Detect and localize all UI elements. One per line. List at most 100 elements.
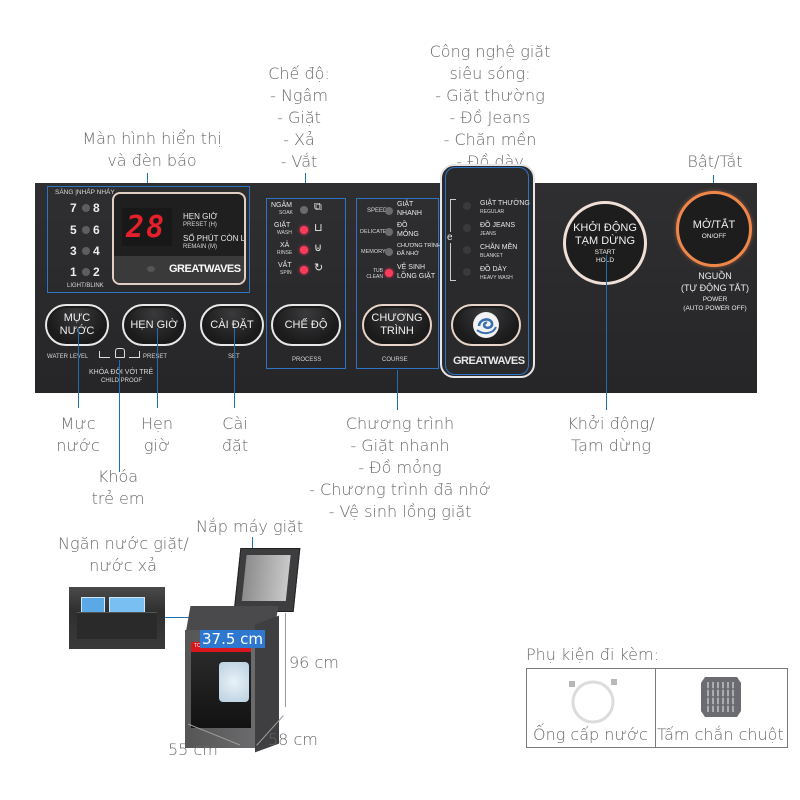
process-item-en: RINSE (277, 250, 293, 256)
start-label-en: HOLD (595, 256, 615, 264)
process-item-vi: XẢ (280, 242, 290, 249)
course-item-en: TUB CLEAN (366, 268, 383, 280)
callout-line: nước (56, 436, 100, 455)
height-arrow (285, 613, 286, 707)
child-lock-icon (115, 348, 125, 358)
wave-mini-icon: e (447, 232, 453, 243)
child-lock-vi: KHÓA ĐỐI VỚI TRẺ (89, 369, 154, 376)
start-pause-button[interactable]: KHỞI ĐỘNG TẠM DỪNG START HOLD (563, 201, 647, 285)
drum-diameter-badge: 37.5 cm (200, 630, 266, 648)
dispenser-label: Ngăn nước giặt/ nước xả (58, 533, 189, 577)
course-button-label: TRÌNH (380, 325, 414, 337)
machine-lid (233, 548, 301, 612)
settings-button[interactable]: CÀI ĐẶT (200, 304, 264, 346)
remain-label: SỐ PHÚT CÒN LẠI (183, 234, 246, 243)
callout-line: Khóa (97, 467, 139, 486)
course-item-vi: CHƯƠNG TRÌNH (397, 243, 441, 249)
process-item-en: SOAK (279, 210, 293, 216)
control-panel: SÁNG |NHẤP NHÁY 7 8 5 6 3 4 1 2 LIGHT/BL… (35, 164, 759, 393)
callout-pointer (397, 370, 398, 410)
water-hose-icon (569, 679, 617, 724)
wave-option-en: HEAVY WASH (480, 275, 513, 281)
callout-start-pause: Khởi động/ Tạm dừng (566, 413, 656, 457)
process-group (266, 198, 346, 369)
course-led (385, 228, 393, 236)
course-button[interactable]: CHƯƠNG TRÌNH (362, 304, 432, 346)
callout-line: - Vắt (280, 152, 318, 171)
callout-line: Ngăn nước giặt/ (58, 534, 189, 553)
callout-line: - Ngâm (270, 86, 328, 105)
lcd-lower-band (114, 256, 244, 283)
callout-display: Màn hình hiển thị và đèn báo (72, 128, 232, 172)
preset-label: HẸN GIỜ (183, 212, 218, 221)
callout-line: - Chương trình đã nhớ (309, 480, 491, 499)
process-led (300, 226, 308, 234)
wave-led (463, 202, 471, 210)
wave-led (463, 224, 471, 232)
callout-line: Tạm dừng (571, 436, 651, 455)
wave-option-vi: ĐỒ DÀY (480, 266, 507, 273)
level-led (82, 268, 90, 276)
width-label: 55 cm (168, 740, 218, 759)
set-en: SET (228, 354, 240, 360)
callout-line: - Chăn mền (443, 130, 537, 149)
start-label-vi: KHỞI ĐỘNG (573, 221, 637, 234)
rinse-icon: ⊍ (314, 242, 323, 254)
timer-button[interactable]: HẸN GIỜ (122, 304, 186, 346)
callout-pointer (147, 173, 148, 191)
rat-guard-icon (701, 677, 741, 717)
wave-led (463, 268, 471, 276)
course-group (356, 198, 439, 369)
process-led (300, 206, 308, 214)
lid-label: Nắp máy giặt (196, 517, 304, 536)
remain-label-en: REMAIN (M) (183, 244, 217, 250)
callout-line: - Giặt nhanh (350, 436, 450, 455)
power-note: NGUỒN (TỰ ĐỘNG TẮT) POWER (AUTO POWER OF… (671, 270, 759, 313)
callout-line: Hẹn (140, 414, 173, 433)
level-led (82, 226, 90, 234)
callout-line: nước xả (89, 556, 157, 575)
child-lock-bracket-right (129, 351, 140, 358)
power-note-line: (TỰ ĐỘNG TẮT) (680, 283, 749, 293)
machine-drum-graphic (219, 662, 249, 702)
accessory-water-hose: Ống cấp nước (526, 668, 656, 748)
callout-pointer (119, 360, 120, 472)
process-button[interactable]: CHẾ ĐỘ (271, 304, 341, 346)
process-footer: PROCESS (292, 357, 322, 363)
brand-logo: GREATWAVES (169, 263, 241, 275)
callout-line: trẻ em (91, 489, 145, 508)
level-number: 3 (70, 244, 77, 258)
wave-option-vi: ĐỒ JEANS (480, 222, 516, 229)
course-item-vi: VỆ SINH (397, 264, 426, 271)
callout-line: - Đồ Jeans (449, 108, 531, 127)
callout-child-lock: Khóa trẻ em (85, 466, 151, 510)
accessory-label: Ống cấp nước (533, 725, 648, 744)
accessory-rat-guard: Tấm chắn chuột (655, 668, 788, 748)
greatwaves-button[interactable] (451, 304, 521, 346)
course-item-vi: NHANH (397, 210, 422, 217)
callout-line: Bật/Tắt (687, 152, 743, 171)
callout-wave-tech: Công nghệ giặt siêu sóng: - Giặt thường … (410, 41, 570, 173)
process-item-vi: VẮT (278, 262, 292, 269)
lid-window (241, 555, 291, 601)
display-group (47, 186, 250, 293)
process-button-label: CHẾ ĐỘ (284, 318, 328, 331)
course-item-vi: MỎNG (397, 231, 419, 238)
light-blink-header: SÁNG |NHẤP NHÁY (55, 189, 115, 196)
greatwaves-brand: GREATWAVES (453, 355, 525, 367)
callout-line: - Giặt (277, 108, 321, 127)
start-label-en: START (594, 248, 616, 256)
accessories-title: Phụ kiện đi kèm: (526, 645, 659, 664)
lcd-digits: 28 (126, 210, 167, 245)
level-number: 1 (70, 265, 77, 279)
water-level-button[interactable]: MỰC NƯỚC (45, 304, 109, 346)
callout-line: - Xả (283, 130, 315, 149)
preset-label-en: PRESET (H) (183, 222, 217, 228)
level-number: 6 (93, 223, 100, 237)
process-item-en: WASH (277, 230, 292, 236)
callout-water-level: Mực nước (50, 413, 106, 457)
power-button[interactable]: MỞ/TẮT ON/OFF (676, 191, 752, 267)
lcd-indicator-led (147, 266, 155, 272)
callout-line: và đèn báo (107, 151, 197, 170)
process-item-vi: GIẶT (274, 222, 291, 229)
